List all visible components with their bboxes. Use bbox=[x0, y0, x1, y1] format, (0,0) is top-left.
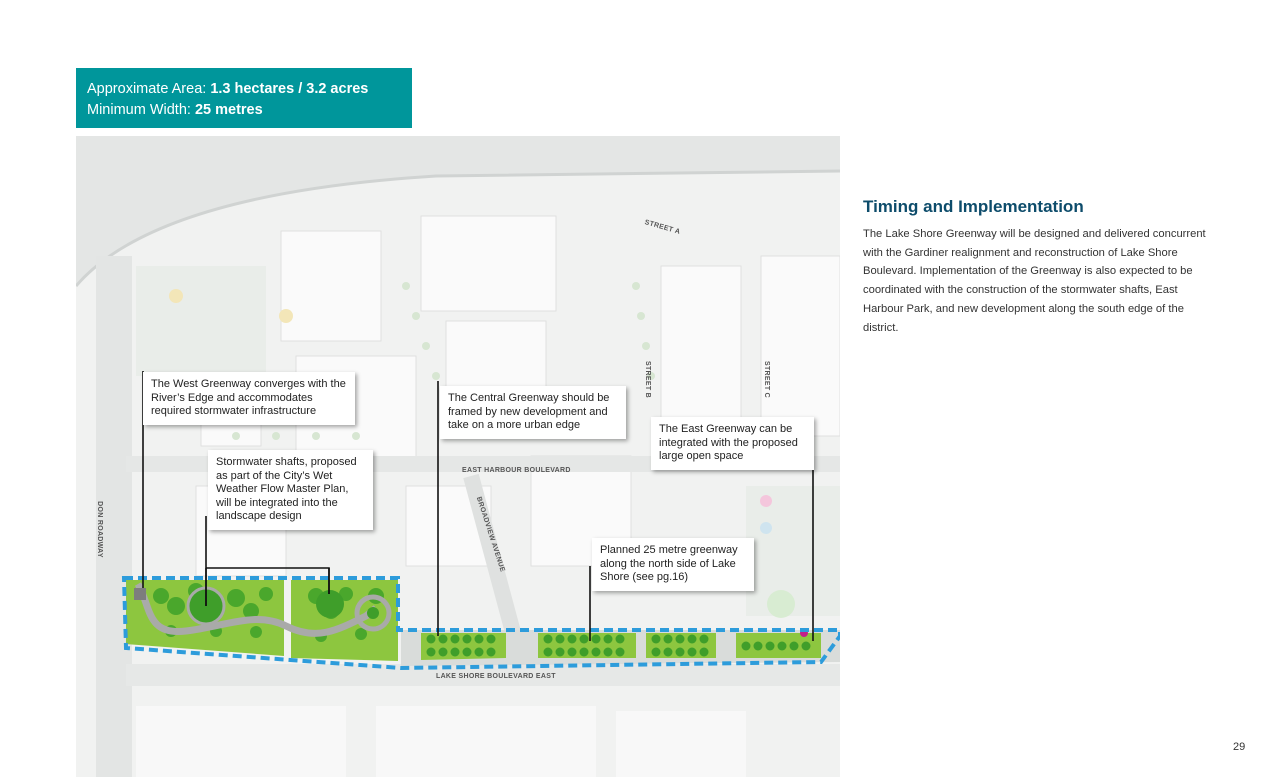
width-line: Minimum Width: 25 metres bbox=[87, 100, 412, 121]
street-c-label: STREET C bbox=[763, 360, 771, 399]
don-roadway-label: DON ROADWAY bbox=[95, 501, 103, 558]
area-label: Approximate Area: bbox=[87, 81, 211, 97]
area-value: 1.3 hectares / 3.2 acres bbox=[210, 81, 369, 97]
callout-east-greenway: The East Greenway can be integrated with… bbox=[651, 417, 814, 470]
callout-planned-greenway: Planned 25 metre greenway along the nort… bbox=[592, 538, 754, 591]
section-title: Timing and Implementation bbox=[863, 197, 1084, 216]
greenway-map: STREET A STREET B STREET C EAST HARBOUR … bbox=[76, 136, 840, 777]
callout-central-greenway: The Central Greenway should be framed by… bbox=[440, 386, 626, 439]
area-line: Approximate Area: 1.3 hectares / 3.2 acr… bbox=[87, 79, 412, 100]
width-value: 25 metres bbox=[194, 102, 263, 118]
street-b-label: STREET B bbox=[644, 360, 652, 399]
east-harbour-label: EAST HARBOUR BOULEVARD bbox=[462, 467, 571, 474]
callout-west-greenway: The West Greenway converges with the Riv… bbox=[143, 372, 355, 425]
page-number: 29 bbox=[1233, 741, 1246, 753]
section-body: The Lake Shore Greenway will be designed… bbox=[863, 228, 1206, 334]
map-drawing bbox=[76, 136, 840, 777]
area-banner: Approximate Area: 1.3 hectares / 3.2 acr… bbox=[76, 68, 412, 128]
callout-stormwater-shafts: Stormwater shafts, proposed as part of t… bbox=[208, 450, 373, 530]
lake-shore-label: LAKE SHORE BOULEVARD EAST bbox=[436, 673, 556, 680]
width-label: Minimum Width: bbox=[87, 102, 195, 118]
